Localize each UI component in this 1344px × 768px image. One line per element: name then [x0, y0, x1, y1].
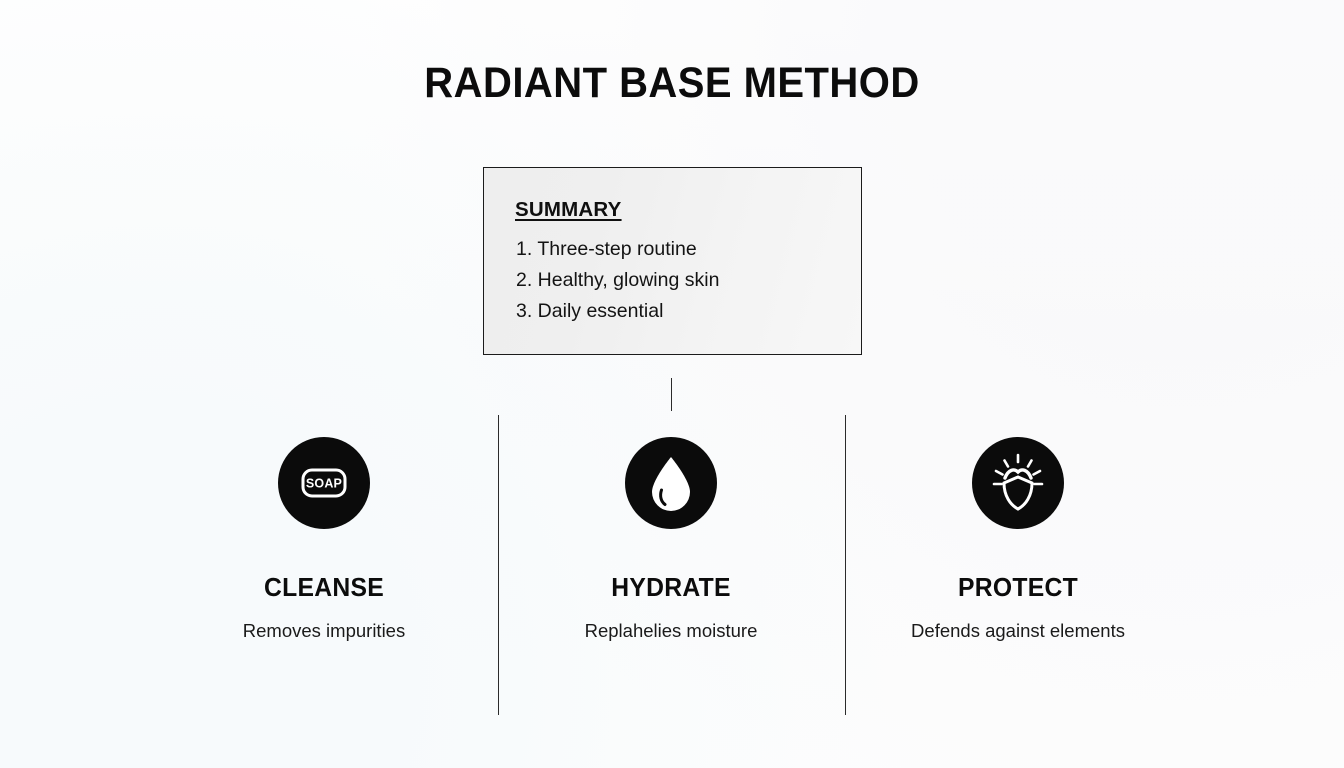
- soap-bar-icon: SOAP: [278, 437, 370, 529]
- summary-list: 1. Three-step routine 2. Healthy, glowin…: [516, 234, 851, 327]
- step-title: PROTECT: [957, 572, 1078, 602]
- step-title: CLEANSE: [263, 572, 385, 602]
- svg-text:SOAP: SOAP: [306, 477, 342, 491]
- step-column-protect: PROTECT Defends against elements: [868, 437, 1168, 642]
- summary-list-item: 3. Daily essential: [516, 300, 664, 322]
- column-divider-left: [497, 415, 500, 715]
- step-column-hydrate: HYDRATE Replahelies moisture: [521, 437, 821, 642]
- water-droplet-icon: [625, 437, 717, 529]
- summary-list-item: 1. Three-step routine: [516, 238, 697, 260]
- step-title: HYDRATE: [611, 572, 731, 602]
- summary-heading: SUMMARY: [515, 198, 622, 221]
- column-divider-right: [844, 415, 847, 715]
- step-column-cleanse: SOAP CLEANSE Removes impurities: [174, 437, 474, 642]
- summary-list-item: 2. Healthy, glowing skin: [516, 269, 720, 291]
- step-description: Replahelies moisture: [584, 620, 758, 641]
- step-description: Removes impurities: [242, 620, 406, 641]
- connector-stem-line: [670, 378, 673, 411]
- step-description: Defends against elements: [911, 620, 1125, 641]
- sun-shield-icon: [972, 437, 1064, 529]
- page-title: RADIANT BASE METHOD: [424, 59, 920, 107]
- summary-panel: SUMMARY 1. Three-step routine 2. Healthy…: [483, 167, 862, 355]
